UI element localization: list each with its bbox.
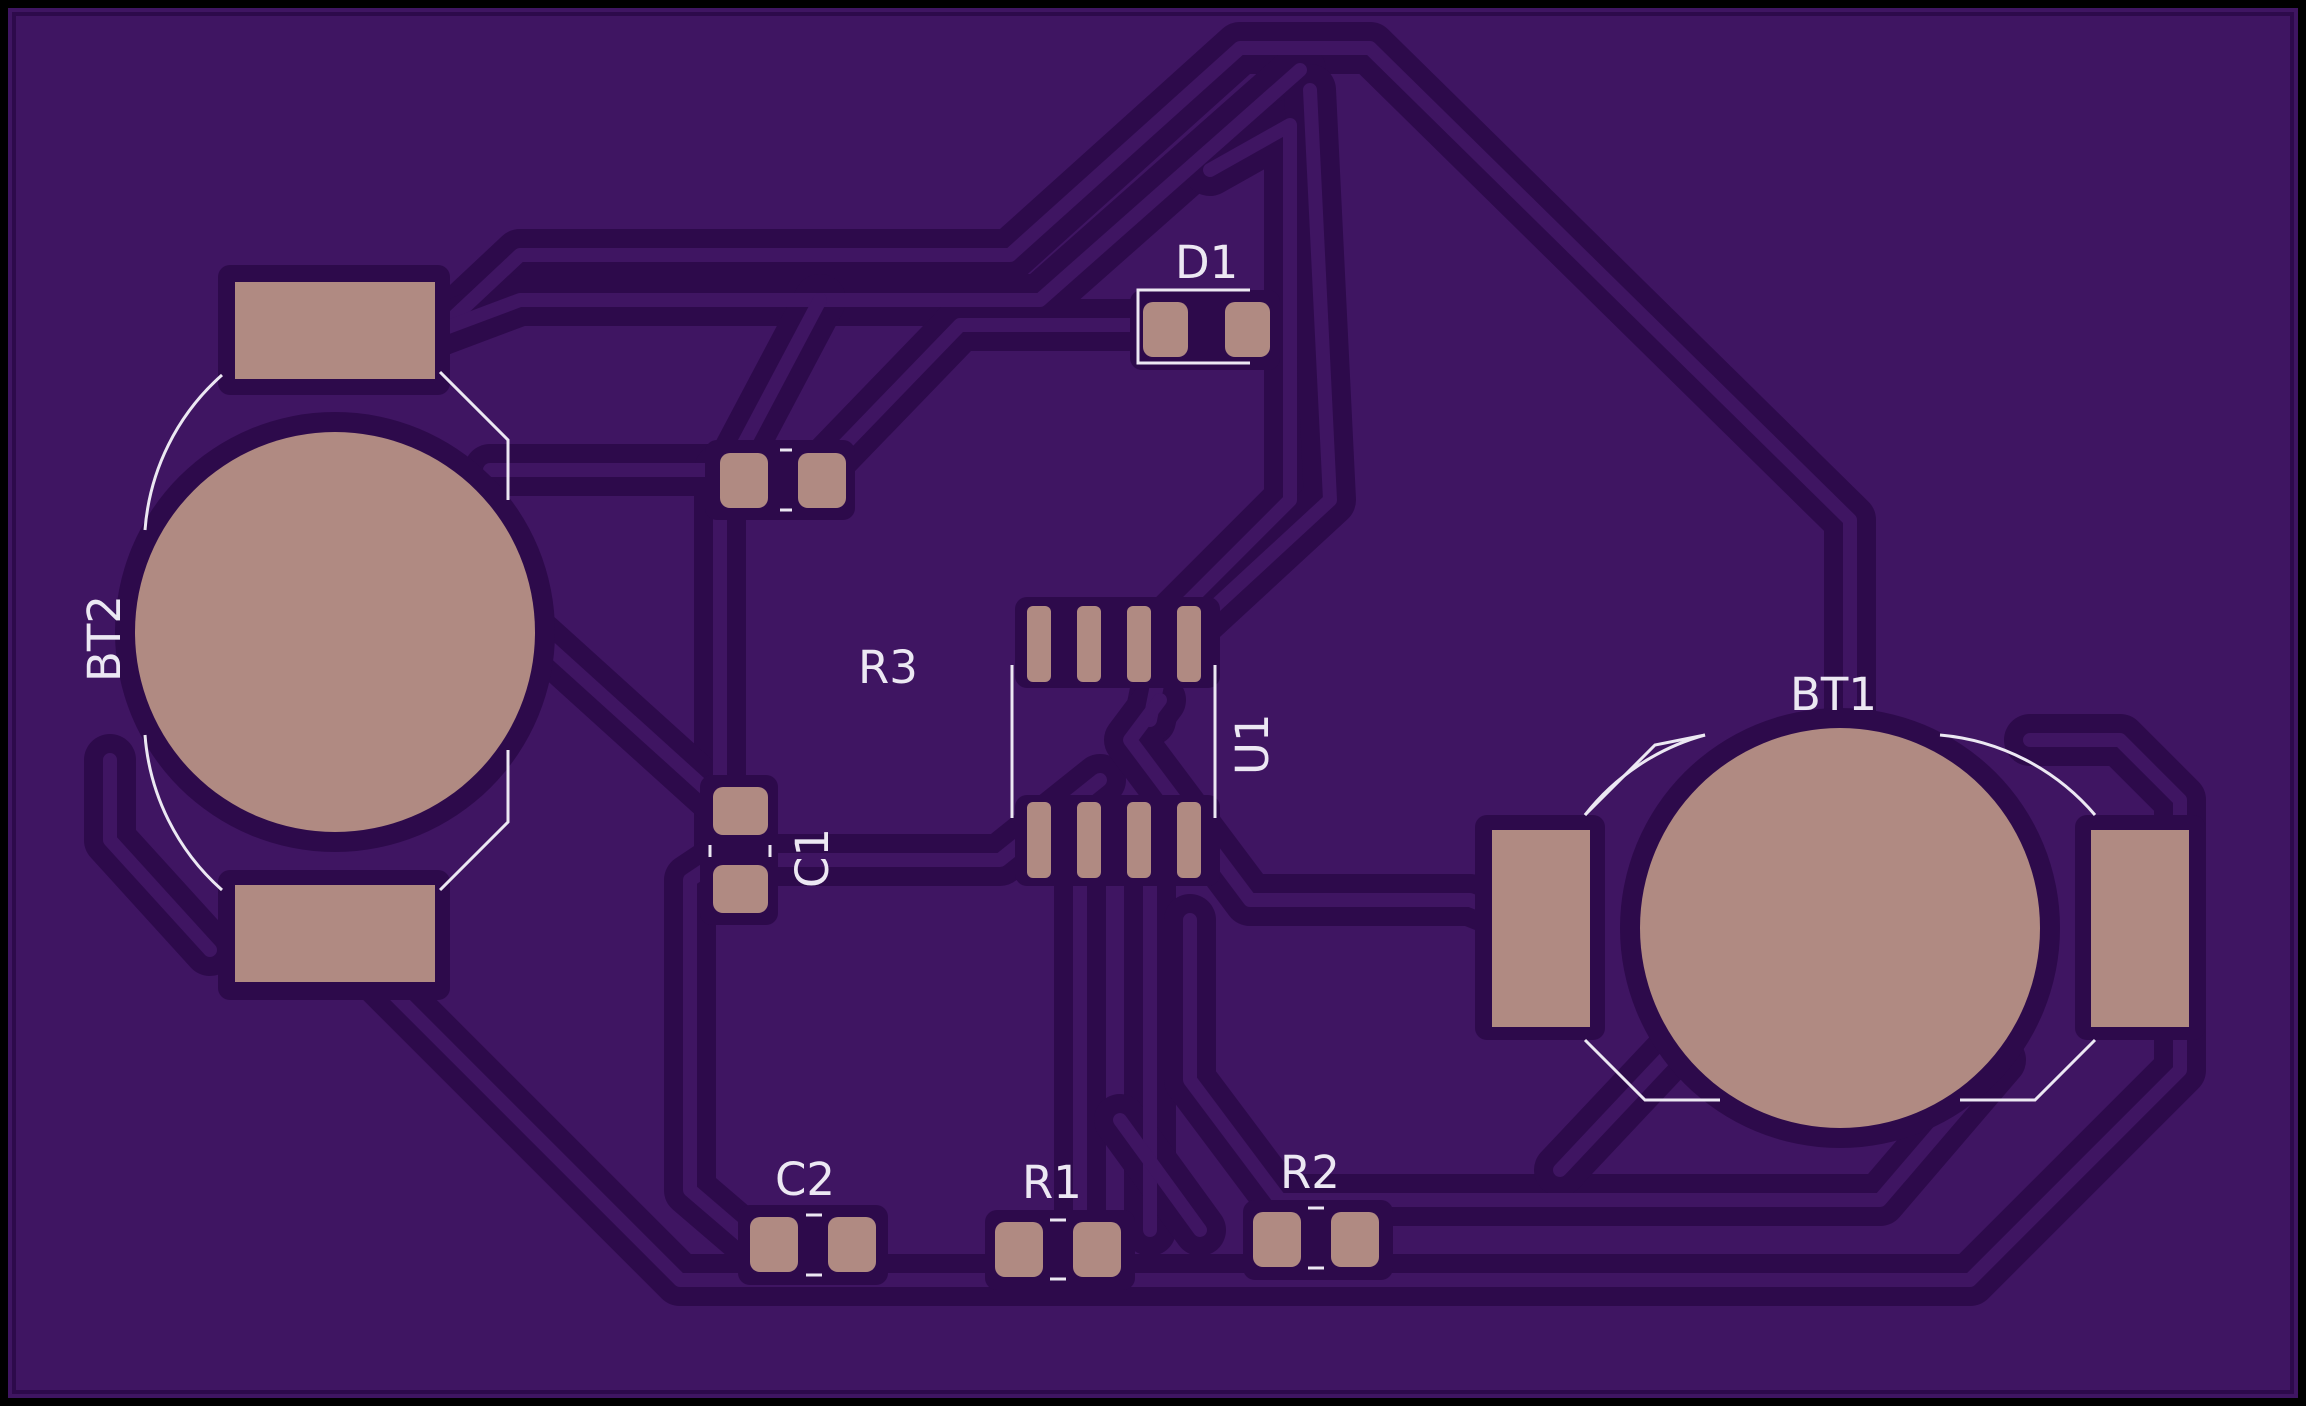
c1-label: C1 [786, 828, 839, 888]
u1-pad-5 [1027, 802, 1051, 878]
bt1-pad-right [2091, 830, 2189, 1027]
u1-pad-8 [1177, 802, 1201, 878]
d1-label: D1 [1175, 236, 1238, 289]
r1-label: R1 [1022, 1156, 1082, 1209]
c2-pad-1 [750, 1217, 798, 1272]
r1-pad-1 [995, 1222, 1043, 1277]
bt2-pad-bottom [235, 885, 435, 982]
silkscreen-outlines [143, 288, 2097, 1281]
bt2-label: BT2 [78, 595, 131, 682]
bt1-center-pad [1640, 728, 2040, 1128]
r3-label: R3 [858, 641, 918, 694]
c2-pad-2 [828, 1217, 876, 1272]
u1-pad-1 [1027, 606, 1051, 682]
bt2-center-pad [135, 432, 535, 832]
c1-pad-1 [713, 787, 768, 835]
bt1-pad-left [1492, 830, 1590, 1027]
d1-pad-2 [1225, 302, 1270, 357]
r2-label: R2 [1280, 1146, 1340, 1199]
u1-pad-2 [1077, 606, 1101, 682]
u1-label: U1 [1226, 713, 1279, 775]
u1-pad-7 [1127, 802, 1151, 878]
bt1-label: BT1 [1790, 668, 1877, 721]
c1-pad-2 [713, 865, 768, 913]
pads [135, 282, 2189, 1277]
u1-pad-6 [1077, 802, 1101, 878]
c2-label: C2 [775, 1153, 835, 1206]
d1-pad-1 [1143, 302, 1188, 357]
bt2-pad-top [235, 282, 435, 379]
r1-pad-2 [1073, 1222, 1121, 1277]
r3-pad-2 [798, 453, 846, 508]
r2-pad-2 [1331, 1212, 1379, 1267]
r2-pad-1 [1253, 1212, 1301, 1267]
u1-pad-4 [1177, 606, 1201, 682]
u1-pad-3 [1127, 606, 1151, 682]
r3-pad-1 [720, 453, 768, 508]
